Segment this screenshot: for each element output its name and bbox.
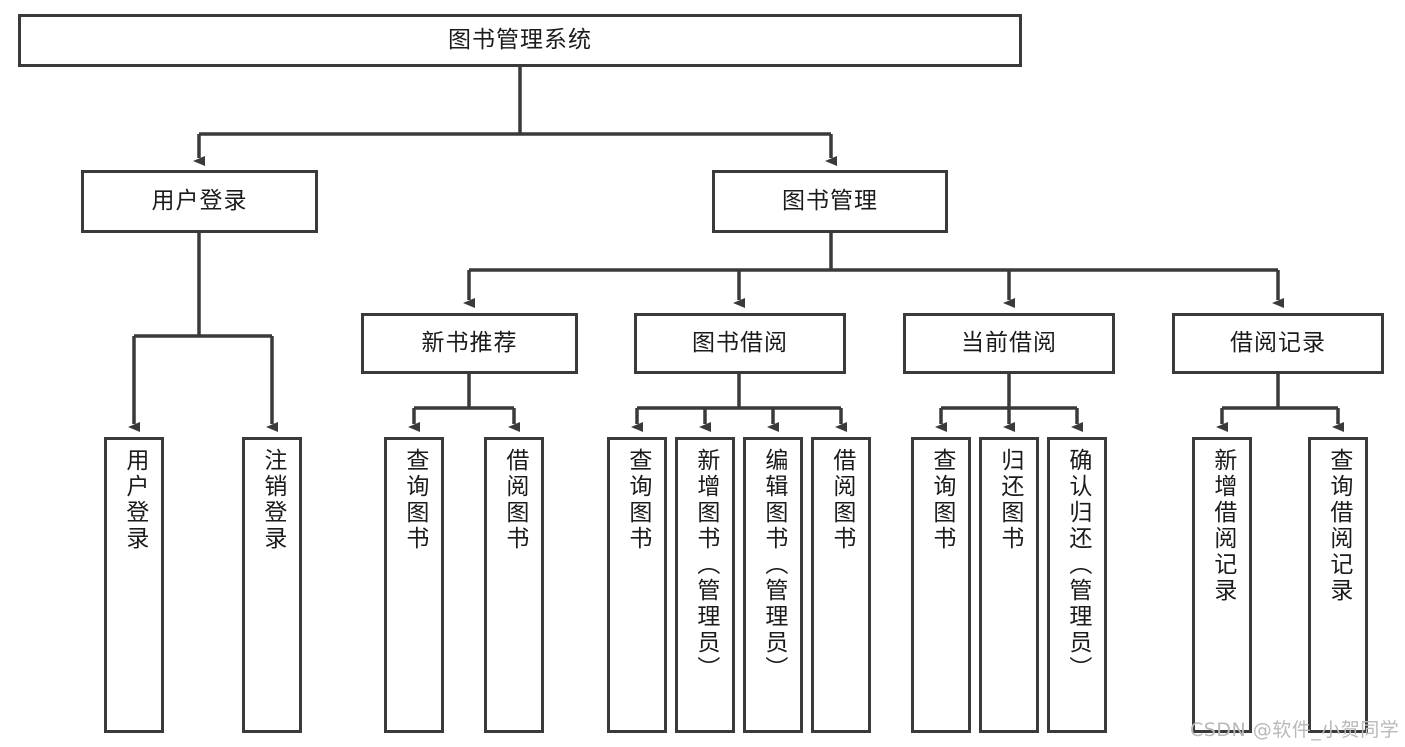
node-book-borrow[interactable]: 图书借阅 (634, 313, 846, 374)
node-new-book-recommendation[interactable]: 新书推荐 (361, 313, 578, 374)
leaf-query-book-recommend[interactable]: 查询图书 (384, 437, 444, 733)
leaf-borrow-book-recommend-label: 借阅图书 (501, 448, 528, 552)
leaf-query-book-current-label: 查询图书 (928, 448, 955, 552)
node-user-login-label: 用户登录 (151, 188, 248, 214)
leaf-add-book-admin-label: 新增图书（管理员） (692, 448, 719, 682)
leaf-add-borrow-record[interactable]: 新增借阅记录 (1192, 437, 1252, 733)
leaf-user-login[interactable]: 用户登录 (104, 437, 164, 733)
leaf-edit-book-admin[interactable]: 编辑图书（管理员） (743, 437, 803, 733)
node-new-book-recommendation-label: 新书推荐 (421, 330, 518, 356)
leaf-query-book-current[interactable]: 查询图书 (911, 437, 971, 733)
node-root-label: 图书管理系统 (448, 27, 592, 53)
leaf-confirm-return-admin-label: 确认归还（管理员） (1064, 448, 1091, 682)
node-book-management-label: 图书管理 (782, 188, 878, 214)
leaf-borrow-book[interactable]: 借阅图书 (811, 437, 871, 733)
leaf-query-borrow-record[interactable]: 查询借阅记录 (1308, 437, 1368, 733)
node-current-borrow[interactable]: 当前借阅 (903, 313, 1115, 374)
leaf-return-book[interactable]: 归还图书 (979, 437, 1039, 733)
csdn-watermark: CSDN @软件_小贺同学 (1190, 719, 1400, 741)
leaf-borrow-book-label: 借阅图书 (828, 448, 855, 552)
node-user-login[interactable]: 用户登录 (81, 170, 318, 233)
node-current-borrow-label: 当前借阅 (961, 330, 1057, 356)
leaf-edit-book-admin-label: 编辑图书（管理员） (760, 448, 787, 682)
leaf-query-book-borrow[interactable]: 查询图书 (607, 437, 667, 733)
node-borrow-record[interactable]: 借阅记录 (1172, 313, 1384, 374)
leaf-query-borrow-record-label: 查询借阅记录 (1325, 448, 1352, 604)
leaf-query-book-recommend-label: 查询图书 (401, 448, 428, 552)
leaf-confirm-return-admin[interactable]: 确认归还（管理员） (1047, 437, 1107, 733)
node-book-borrow-label: 图书借阅 (692, 330, 788, 356)
leaf-add-book-admin[interactable]: 新增图书（管理员） (675, 437, 735, 733)
node-book-management[interactable]: 图书管理 (712, 170, 948, 233)
leaf-borrow-book-recommend[interactable]: 借阅图书 (484, 437, 544, 733)
leaf-query-book-borrow-label: 查询图书 (624, 448, 651, 552)
leaf-logout[interactable]: 注销登录 (242, 437, 302, 733)
leaf-logout-label: 注销登录 (259, 448, 286, 552)
leaf-user-login-label: 用户登录 (121, 448, 148, 552)
leaf-return-book-label: 归还图书 (996, 448, 1023, 552)
node-root[interactable]: 图书管理系统 (18, 14, 1022, 67)
leaf-add-borrow-record-label: 新增借阅记录 (1209, 448, 1236, 604)
node-borrow-record-label: 借阅记录 (1230, 330, 1326, 356)
